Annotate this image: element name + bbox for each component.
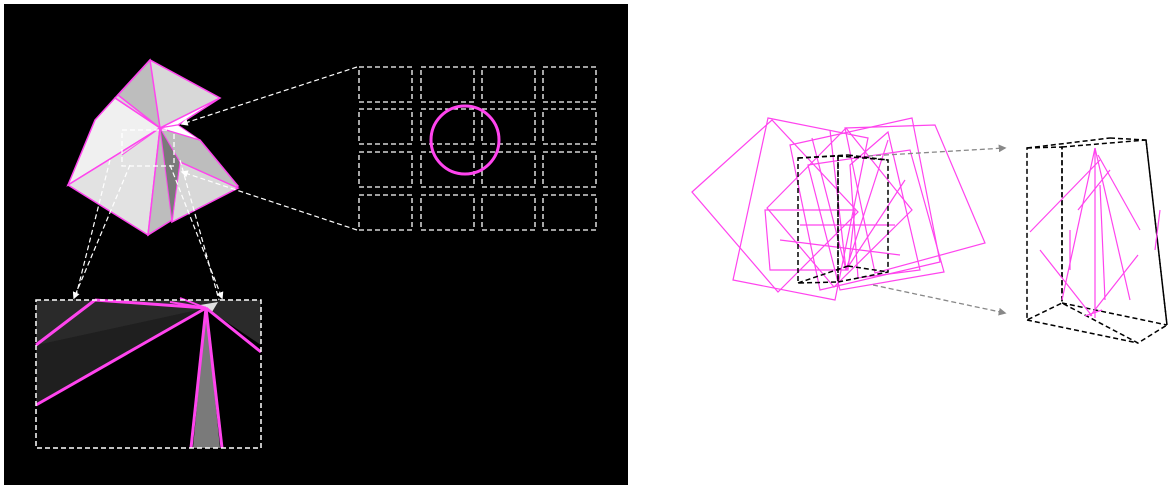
zoom-inset: [35, 297, 262, 449]
grid-tile: [420, 151, 475, 188]
projected-lines: [1029, 147, 1161, 318]
expand-arrow-bottom: [872, 284, 1007, 316]
grid-tile: [481, 66, 536, 103]
grid-tile: [420, 66, 475, 103]
grid-tile: [358, 66, 413, 103]
grid-tile: [542, 66, 597, 103]
zoom-source-box: [121, 129, 175, 167]
grid-tile: [358, 108, 413, 145]
grid-tile: [358, 194, 413, 231]
grid-tile: [481, 151, 536, 188]
grid-tile: [420, 108, 475, 145]
zoom-arrow: [72, 164, 131, 300]
grid-to-shape-arrow-bottom: [180, 170, 358, 231]
grid-tile: [481, 194, 536, 231]
grid-to-shape-arrow-top: [180, 66, 358, 126]
right-panel: [691, 117, 1168, 344]
folded-cube-shape: [66, 58, 240, 237]
source-box-3d: [797, 154, 889, 284]
grid-tile: [358, 151, 413, 188]
grid-tile: [542, 108, 597, 145]
grid-tile: [420, 194, 475, 231]
tile-grid: [358, 66, 597, 231]
expand-arrow-top: [867, 144, 1007, 157]
grid-tile: [481, 108, 536, 145]
left-panel: [4, 4, 628, 485]
highlight-circle: [429, 104, 501, 176]
grid-tile: [542, 151, 597, 188]
rotated-squares-cluster: [691, 117, 986, 301]
grid-tile: [542, 194, 597, 231]
